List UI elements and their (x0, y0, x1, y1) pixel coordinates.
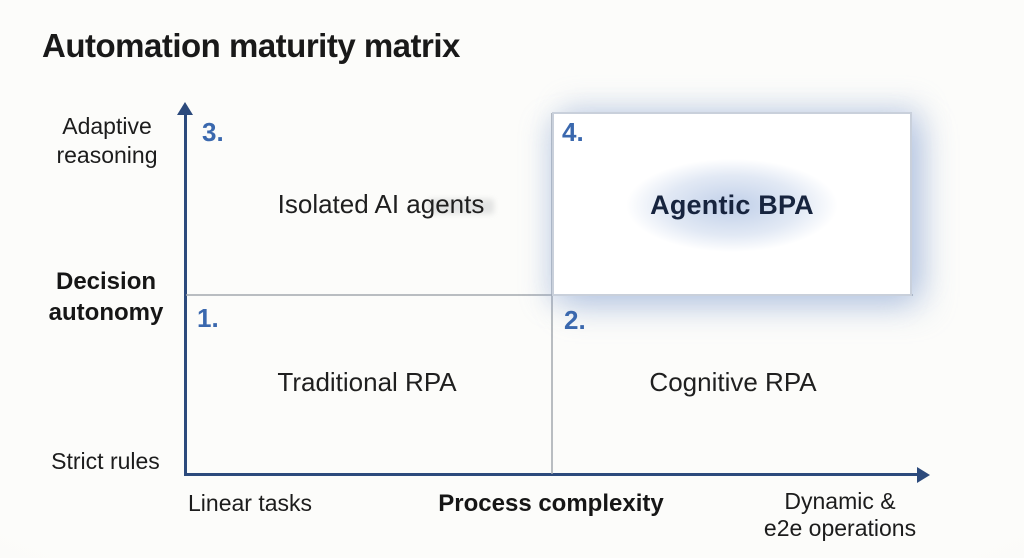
quadrant-1-number: 1. (197, 303, 219, 333)
quadrant-3-label: Isolated AI agents (277, 189, 485, 219)
quadrant-2-number: 2. (564, 305, 586, 335)
x-axis-right-label-line2: e2e operations (763, 515, 917, 541)
quadrant-2-label: Cognitive RPA (649, 367, 817, 397)
x-axis-left-label: Linear tasks (188, 490, 313, 516)
quadrant-4-label: Agentic BPA (650, 190, 814, 220)
x-axis-title: Process complexity (438, 490, 664, 517)
y-axis-bottom-label: Strict rules (51, 448, 160, 474)
y-axis-line (184, 110, 187, 476)
quadrant-1-label: Traditional RPA (277, 367, 457, 397)
quadrant-4-glow: Agentic BPA (552, 118, 912, 293)
quadrant-4-number: 4. (562, 117, 584, 147)
quadrant-3-number: 3. (202, 117, 224, 147)
y-axis-arrowhead-icon (177, 102, 193, 115)
ghost-artifact (428, 199, 494, 214)
x-axis-right-label: Dynamic & e2e operations (745, 488, 935, 542)
x-axis-line (184, 473, 920, 476)
horizontal-quadrant-divider (186, 294, 913, 296)
y-axis-title: Decision autonomy (48, 268, 164, 326)
page-title: Automation maturity matrix (42, 27, 460, 64)
x-axis-right-label-line1: Dynamic & (784, 488, 896, 514)
x-axis-arrowhead-icon (917, 466, 930, 483)
y-axis-top-label: Adaptive reasoning (56, 113, 158, 168)
